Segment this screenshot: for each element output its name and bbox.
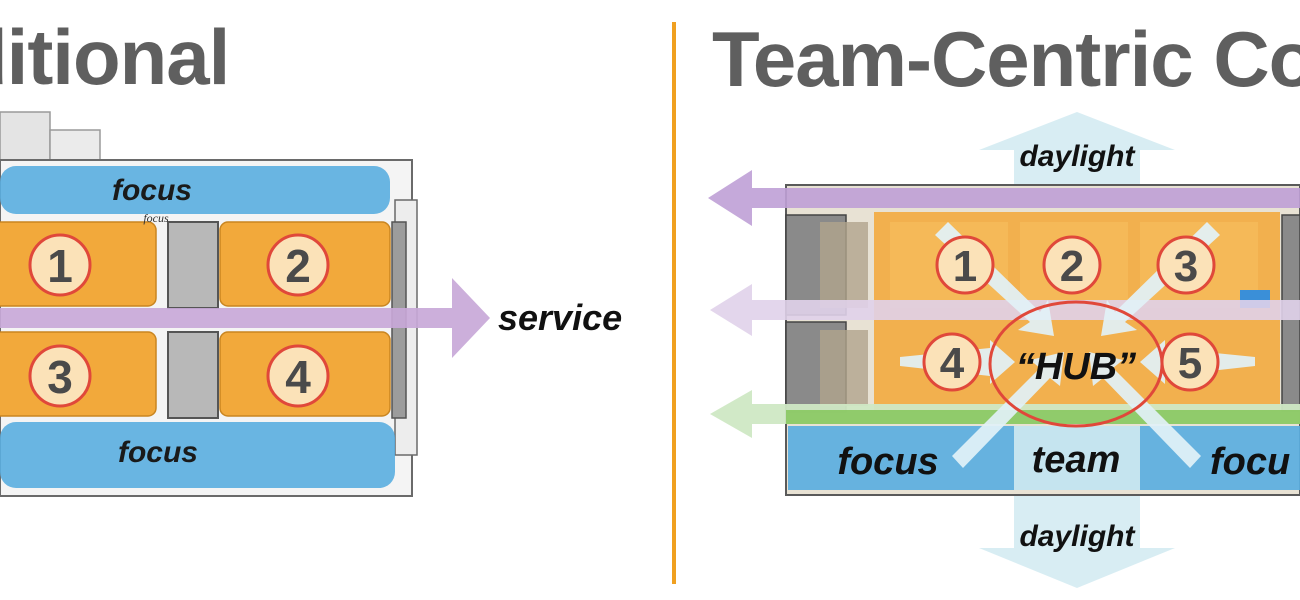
team-number-4: 4 bbox=[266, 344, 330, 408]
team-number-1: 1 bbox=[28, 233, 92, 297]
core-block bbox=[167, 331, 219, 419]
section-divider bbox=[672, 22, 676, 584]
team-centric-title: Team-Centric Con bbox=[712, 15, 1300, 103]
svg-text:4: 4 bbox=[285, 351, 311, 403]
roof-block bbox=[49, 129, 101, 163]
core-block-inner bbox=[820, 330, 868, 406]
svg-text:1: 1 bbox=[47, 240, 73, 292]
traditional-title: ditional bbox=[0, 13, 230, 101]
team-number-5: 5 bbox=[1160, 332, 1220, 392]
team-centric-floorplan: 1 2 3 4 5 daylight “HUB” focus team focu… bbox=[708, 112, 1300, 588]
svg-text:2: 2 bbox=[285, 240, 311, 292]
service-label: service bbox=[498, 297, 622, 338]
focus-label-bottom: focus bbox=[118, 436, 198, 469]
roof-block bbox=[0, 111, 51, 163]
traditional-floorplan: 1 2 3 4 focus focus focus service bbox=[0, 111, 622, 497]
team-number-4: 4 bbox=[922, 332, 982, 392]
core-block-inner bbox=[820, 222, 868, 308]
team-number-3: 3 bbox=[28, 344, 92, 408]
green-band bbox=[786, 410, 1300, 424]
focus-label-right: focu bbox=[1210, 441, 1290, 483]
focus-label-small: focus bbox=[143, 211, 169, 225]
svg-text:2: 2 bbox=[1060, 242, 1084, 291]
service-arrow-top bbox=[708, 170, 1300, 226]
focus-zone-bottom bbox=[0, 422, 395, 488]
svg-text:4: 4 bbox=[940, 339, 965, 388]
focus-label-left: focus bbox=[837, 441, 938, 483]
team-label: team bbox=[1032, 439, 1121, 481]
service-arrow bbox=[0, 278, 490, 358]
focus-label-top: focus bbox=[112, 174, 192, 207]
focus-zone-top bbox=[0, 166, 390, 214]
svg-text:3: 3 bbox=[1174, 242, 1198, 291]
svg-text:1: 1 bbox=[953, 242, 977, 291]
team-band bbox=[1014, 426, 1140, 490]
svg-text:3: 3 bbox=[47, 351, 73, 403]
svg-text:5: 5 bbox=[1178, 339, 1202, 388]
team-number-2: 2 bbox=[266, 233, 330, 297]
daylight-label-bottom: daylight bbox=[1019, 520, 1136, 553]
team-number-2: 2 bbox=[1042, 235, 1102, 295]
core-block bbox=[167, 221, 219, 309]
hub-label: “HUB” bbox=[1016, 346, 1136, 388]
team-number-1: 1 bbox=[935, 235, 995, 295]
service-arrow-middle bbox=[710, 284, 1300, 336]
daylight-label-top: daylight bbox=[1019, 140, 1136, 173]
team-number-3: 3 bbox=[1156, 235, 1216, 295]
